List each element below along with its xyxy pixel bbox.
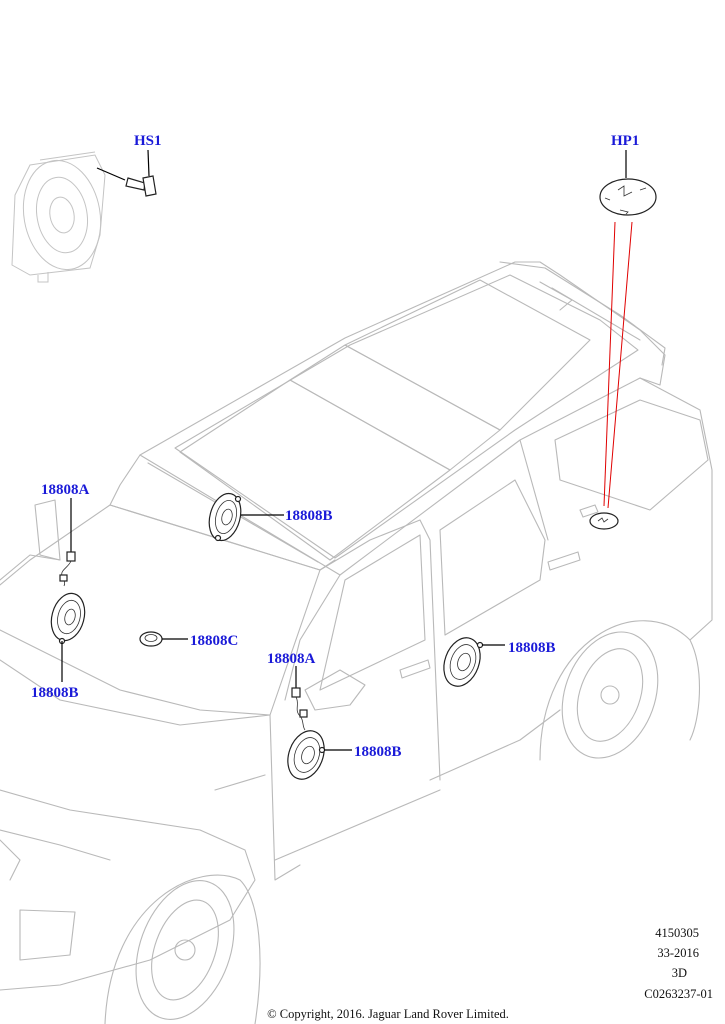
copyright-notice: © Copyright, 2016. Jaguar Land Rover Lim… bbox=[267, 1007, 509, 1021]
connector-icon bbox=[291, 666, 308, 731]
speaker-icon bbox=[443, 637, 505, 687]
connector-icon bbox=[59, 498, 76, 587]
subwoofer-icon bbox=[11, 151, 106, 283]
callout-18808b-front-door: 18808B bbox=[354, 744, 402, 760]
drawing-view: 3D bbox=[671, 966, 687, 980]
vehicle-outline bbox=[0, 261, 713, 1024]
speaker-icon bbox=[287, 730, 352, 780]
horn-disc-icon bbox=[599, 150, 657, 509]
tweeter-icon bbox=[139, 631, 188, 647]
callout-18808c: 18808C bbox=[190, 633, 239, 649]
horn-disc-mount-icon bbox=[589, 512, 619, 530]
callout-18808b-dash: 18808B bbox=[285, 508, 333, 524]
callout-18808a-front: 18808A bbox=[41, 482, 90, 498]
speaker-icon bbox=[208, 492, 284, 542]
callout-18808a-door: 18808A bbox=[267, 651, 316, 667]
drawing-date: 33-2016 bbox=[657, 946, 699, 960]
callout-18808b-rear-door: 18808B bbox=[508, 640, 556, 656]
callout-18808b-front-left: 18808B bbox=[31, 685, 79, 701]
screw-icon bbox=[96, 149, 157, 197]
drawing-reference: C0263237-01 bbox=[644, 987, 713, 1001]
callout-hs1: HS1 bbox=[134, 133, 162, 149]
drawing-number: 4150305 bbox=[655, 926, 699, 940]
speaker-icon bbox=[50, 592, 86, 682]
callout-hp1: HP1 bbox=[611, 133, 640, 149]
